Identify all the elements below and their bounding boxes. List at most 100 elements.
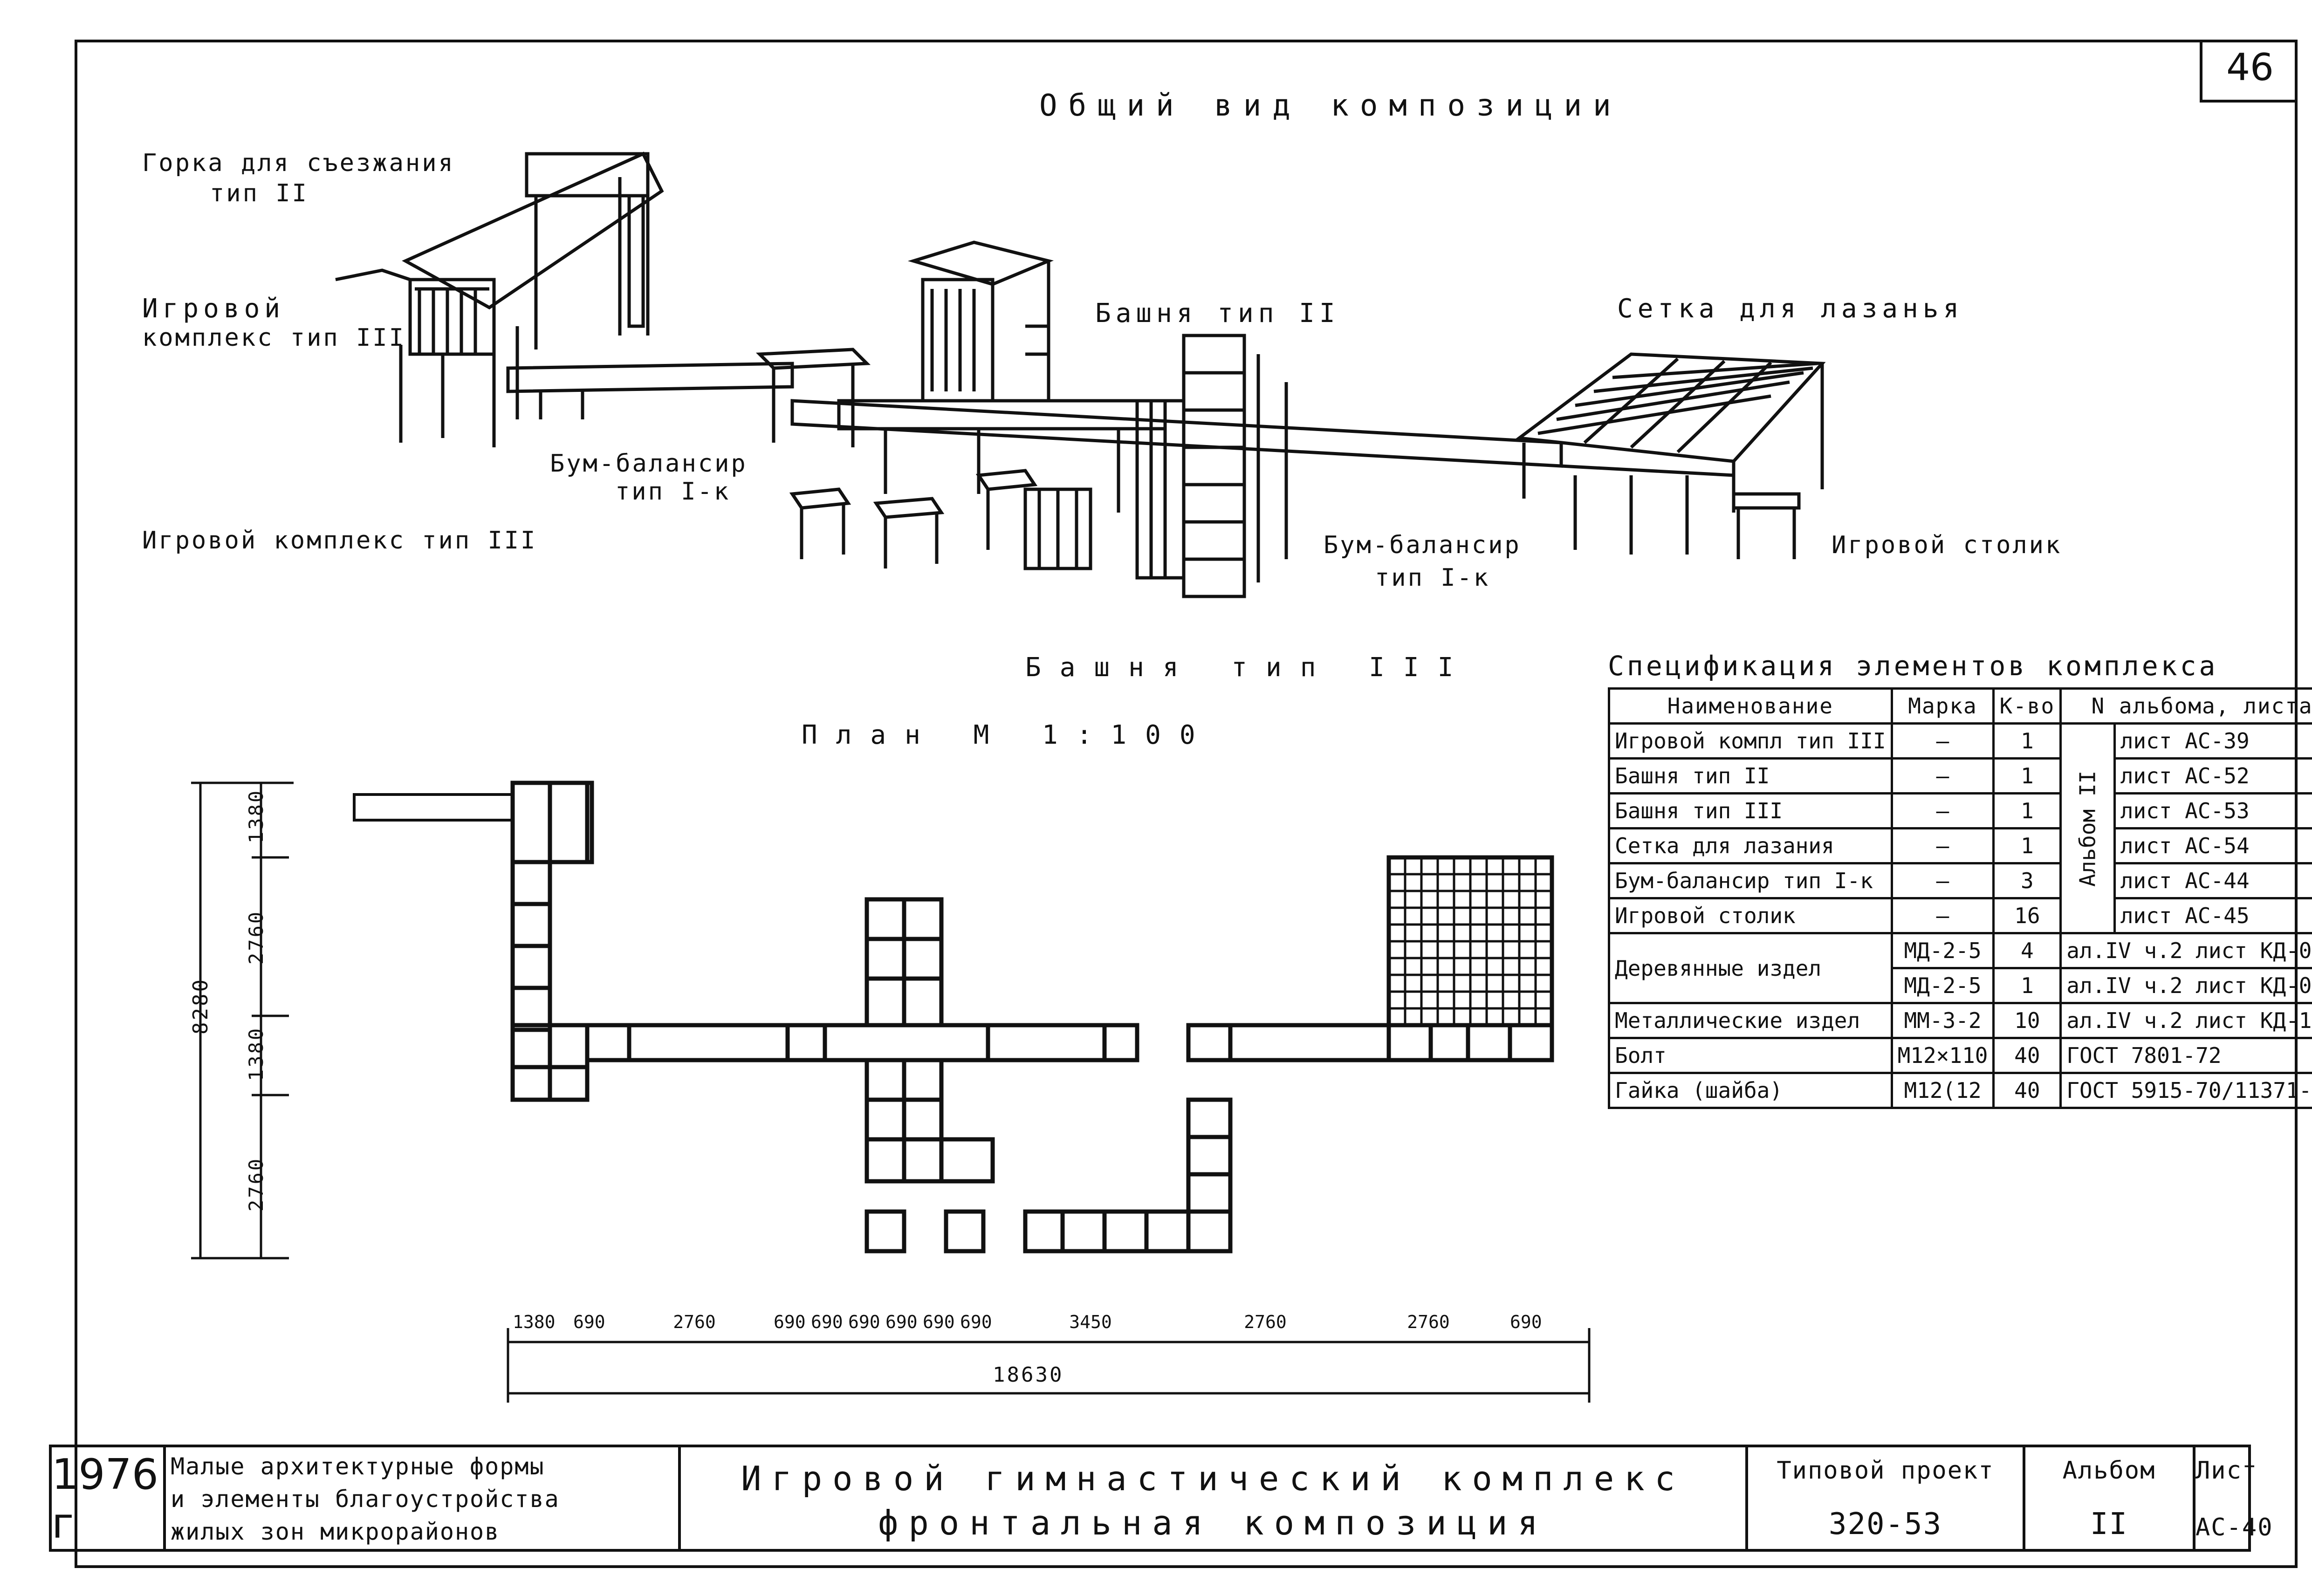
plan-hdim: 690	[885, 1312, 918, 1332]
plan-walkway-right	[1186, 1023, 1554, 1062]
title-project: Типовой проект 320-53	[1748, 1447, 2025, 1551]
spec-sheet: ал.IV ч.2 лист КД-09	[2059, 967, 2312, 1004]
spec-qty: 1	[1992, 792, 2062, 829]
spec-sheet: лист АС-39	[2113, 722, 2312, 760]
spec-row: Гайка (шайба) М12(12 40 ГОСТ 5915-70/113…	[1608, 1072, 2312, 1109]
spec-sheet: лист АС-45	[2113, 897, 2312, 934]
spec-title: Спецификация элементов комплекса	[1608, 650, 2218, 682]
plan-title: План М 1:100	[802, 720, 1214, 750]
plan-vdim-3: 1380	[245, 1026, 268, 1081]
spec-header: Марка	[1890, 687, 1995, 725]
spec-mark: —	[1890, 827, 1995, 864]
spec-table: Наименование Марка К-во N альбома, листа…	[1608, 687, 2312, 1109]
plan-hdim: 690	[774, 1312, 806, 1332]
title-album-value: II	[2090, 1507, 2128, 1541]
spec-sheet: ал.IV ч.2 лист КД-09	[2059, 932, 2312, 969]
spec-name: Игровой столик	[1608, 897, 1893, 934]
spec-row: Болт М12×110 40 ГОСТ 7801-72	[1608, 1037, 2312, 1074]
title-block: 1976 г Малые архитектурные формы и элеме…	[49, 1445, 2273, 1552]
plan-hdim: 1380	[513, 1312, 556, 1332]
spec-name: Сетка для лазания	[1608, 827, 1893, 864]
plan-horizontal-total: 18630	[993, 1363, 1064, 1387]
plan-vdim-1: 1380	[245, 788, 268, 843]
spec-mark: —	[1890, 792, 1995, 829]
title-main: Игровой гимнастический комплекс фронталь…	[681, 1447, 1748, 1551]
iso-tower-type3	[1135, 334, 1288, 598]
plan-horizontal-dimension	[507, 1328, 1591, 1403]
spec-sheet: лист АС-53	[2113, 792, 2312, 829]
spec-mark: МД-2-5	[1890, 967, 1995, 1004]
spec-qty: 40	[1992, 1072, 2062, 1109]
spec-row: Игровой компл тип III — 1 Альбом II лист…	[1608, 722, 2312, 933]
plan-hdim: 690	[848, 1312, 880, 1332]
iso-climbing-net	[1515, 352, 1826, 559]
spec-qty: 10	[1992, 1002, 2062, 1039]
plan-hdim: 2760	[1407, 1312, 1450, 1332]
plan-horizontal-dims: 1380 690 2760 690 690 690 690 690 690 34…	[513, 1312, 1594, 1332]
plan-hdim: 3450	[1069, 1312, 1112, 1332]
title-org-line: жилых зон микрорайонов	[171, 1518, 500, 1545]
spec-qty: 1	[1992, 827, 2062, 864]
spec-name: Деревянные издел	[1608, 932, 1893, 1004]
label-balancer-a: Бум-балансир	[550, 450, 748, 478]
plan-hdim: 690	[923, 1312, 955, 1332]
spec-mark: —	[1890, 757, 1995, 795]
spec-qty: 4	[1992, 932, 2062, 969]
label-balancer-a2: тип I-к	[615, 478, 731, 506]
label-slide-type: тип II	[210, 179, 309, 207]
spec-name: Башня тип III	[1608, 792, 1893, 829]
label-tower3: Башня тип III	[1025, 652, 1472, 683]
title-sheet-label: Лист	[2195, 1457, 2258, 1485]
isometric-view	[335, 151, 1826, 598]
plan-vdim-4: 2760	[245, 1157, 268, 1212]
spec-row: Башня тип III — 1 лист АС-53	[1608, 792, 2312, 829]
spec-mark: —	[1890, 862, 1995, 899]
spec-qty: 1	[1992, 757, 2062, 795]
spec-sheet: лист АС-44	[2113, 862, 2312, 899]
spec-header: N альбома, листа	[2059, 687, 2312, 725]
title-org-line: Малые архитектурные формы	[171, 1453, 545, 1480]
general-view-title: Общий вид композиции	[1039, 89, 1622, 123]
spec-row: МД-2-5 1 ал.IV ч.2 лист КД-09	[1609, 967, 2312, 1004]
plan-walkway-left	[585, 1023, 1139, 1062]
spec-name: Башня тип II	[1608, 757, 1893, 795]
spec-row: Сетка для лазания — 1 лист АС-54	[1608, 827, 2312, 864]
title-year: 1976 г	[52, 1447, 166, 1551]
spec-name: Металлические издел	[1608, 1002, 1893, 1039]
spec-header: Наименование	[1608, 687, 1893, 725]
spec-row: Бум-балансир тип I-к — 3 лист АС-44	[1608, 862, 2312, 899]
spec-qty: 1	[1992, 967, 2062, 1004]
spec-mark: —	[1890, 722, 1995, 760]
label-balancer-b2: тип I-к	[1375, 564, 1490, 592]
plan-tower-type3	[864, 1097, 1233, 1254]
title-album: Альбом II	[2025, 1447, 2195, 1551]
plan-vdim-2: 2760	[245, 910, 268, 965]
spec-mark: ММ-3-2	[1890, 1002, 1995, 1039]
plan-hdim: 690	[811, 1312, 843, 1332]
spec-sheet: ал.IV ч.2 лист КД-19	[2059, 1002, 2312, 1039]
title-org: Малые архитектурные формы и элементы бла…	[166, 1447, 681, 1551]
plan-net-grid	[1386, 855, 1554, 1027]
spec-row: Деревянные издел МД-2-5 4 ал.IV ч.2 лист…	[1608, 932, 2312, 1004]
plan-vertical-dimension	[191, 781, 294, 1260]
spec-mark: МД-2-5	[1890, 932, 1995, 969]
spec-qty: 40	[1992, 1037, 2062, 1074]
spec-mark: М12(12	[1890, 1072, 1995, 1109]
label-slide: Горка для съезжания	[142, 149, 455, 177]
spec-qty: 3	[1992, 862, 2062, 899]
spec-mark: М12×110	[1890, 1037, 1995, 1074]
iso-complex-type3	[335, 151, 664, 447]
title-sheet-value: АС-40	[2195, 1514, 2273, 1541]
label-tower2: Башня тип II	[1095, 298, 1340, 329]
spec-sheet: лист АС-52	[2113, 757, 2312, 795]
spec-name: Бум-балансир тип I-к	[1608, 862, 1893, 899]
spec-mark: —	[1890, 897, 1995, 934]
title-project-label: Типовой проект	[1777, 1457, 1994, 1485]
spec-sheet: лист АС-54	[2113, 827, 2312, 864]
title-album-label: Альбом	[2062, 1457, 2156, 1485]
plan-hdim: 690	[573, 1312, 605, 1332]
title-project-value: 320-53	[1828, 1507, 1942, 1541]
label-complex-b: Игровой комплекс тип III	[142, 527, 537, 555]
spec-header-row: Наименование Марка К-во N альбома, листа	[1608, 687, 2312, 725]
spec-qty: 1	[1992, 722, 2062, 760]
